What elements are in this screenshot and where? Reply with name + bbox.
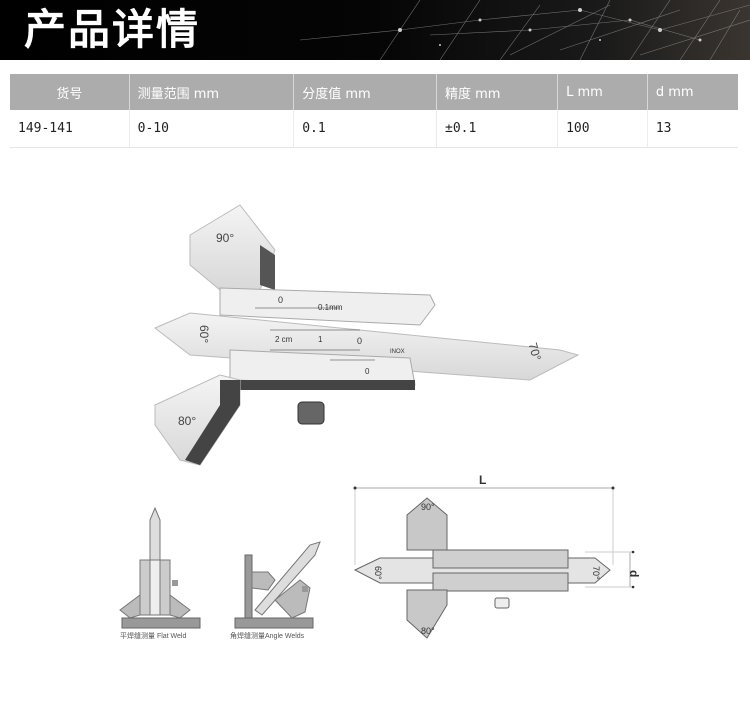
diagram-angle-60: 60° (373, 566, 383, 580)
scale-cm-label: 2 cm (275, 335, 293, 344)
header-item-no: 货号 (10, 74, 130, 110)
weld-gauge-photo: 0 0.1mm 2 cm 1 0 0 INOX 90° 80° 60° 70° (154, 204, 580, 466)
scale-zero-mid: 0 (357, 336, 362, 346)
cell-range: 0-10 (129, 110, 295, 148)
table-row: 149-141 0-10 0.1 ±0.1 100 13 (10, 110, 738, 148)
table-header-row: 货号 测量范围 mm 分度值 mm 精度 mm L mm d mm (10, 74, 738, 110)
spec-table: 货号 测量范围 mm 分度值 mm 精度 mm L mm d mm 149-14… (10, 74, 738, 148)
scale-zero-bottom: 0 (365, 367, 370, 376)
page-banner: 产品详情 (0, 0, 750, 60)
diagram-angle-90: 90° (421, 502, 435, 512)
angle-80-label: 80° (178, 414, 196, 428)
cell-accuracy: ±0.1 (436, 110, 559, 148)
diagram-angle-70: 70° (591, 566, 601, 580)
cell-resolution: 0.1 (293, 110, 438, 148)
flat-weld-illustration (119, 506, 201, 629)
angle-70-label: 70° (526, 341, 544, 362)
header-resolution: 分度值 mm (293, 74, 438, 110)
angle-weld-caption: 角焊缝测量Angle Welds (230, 631, 305, 640)
cell-length: 100 (557, 110, 648, 148)
flat-weld-caption: 平焊缝测量 Flat Weld (120, 631, 186, 640)
network-decoration-icon (299, 0, 750, 60)
cell-depth: 13 (647, 110, 738, 148)
header-depth: d mm (647, 74, 738, 110)
scale-zero-top: 0 (278, 295, 283, 305)
header-range: 测量范围 mm (129, 74, 295, 110)
inox-mark: INOX (390, 349, 405, 355)
header-length: L mm (557, 74, 648, 110)
length-label: L (479, 473, 486, 487)
scale-one-label: 1 (318, 335, 323, 344)
depth-label: d (627, 570, 641, 577)
diagram-angle-80: 80° (421, 626, 435, 636)
angle-weld-illustration (234, 541, 321, 629)
header-accuracy: 精度 mm (436, 74, 559, 110)
angle-90-label: 90° (216, 231, 234, 245)
angle-60-label: 60° (197, 325, 211, 343)
cell-item-no: 149-141 (10, 110, 130, 148)
dimension-diagram: L d 90° 80° 60° 70° (353, 473, 641, 639)
page-title: 产品详情 (24, 5, 201, 54)
usage-diagram: 平焊缝测量 Flat Weld 角焊缝测量Angle Welds (119, 506, 321, 640)
scale-resolution-label: 0.1mm (318, 303, 343, 312)
